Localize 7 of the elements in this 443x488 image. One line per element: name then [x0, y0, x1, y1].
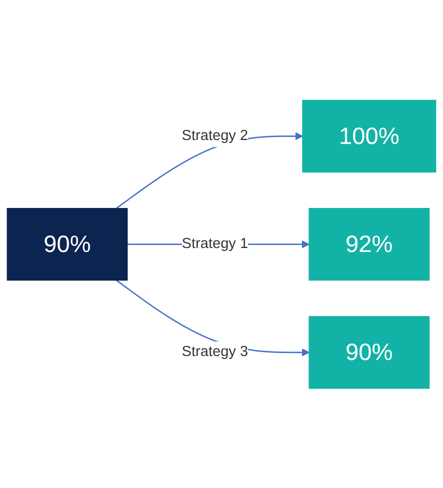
node-box: 100% [302, 100, 436, 172]
edge-label: Strategy 3 [182, 344, 248, 360]
node-box: 90% [6, 208, 128, 280]
node-box: 92% [308, 208, 430, 280]
node-box: 90% [308, 316, 430, 388]
edge-label: Strategy 2 [182, 128, 248, 144]
edge-label: Strategy 1 [182, 236, 248, 252]
